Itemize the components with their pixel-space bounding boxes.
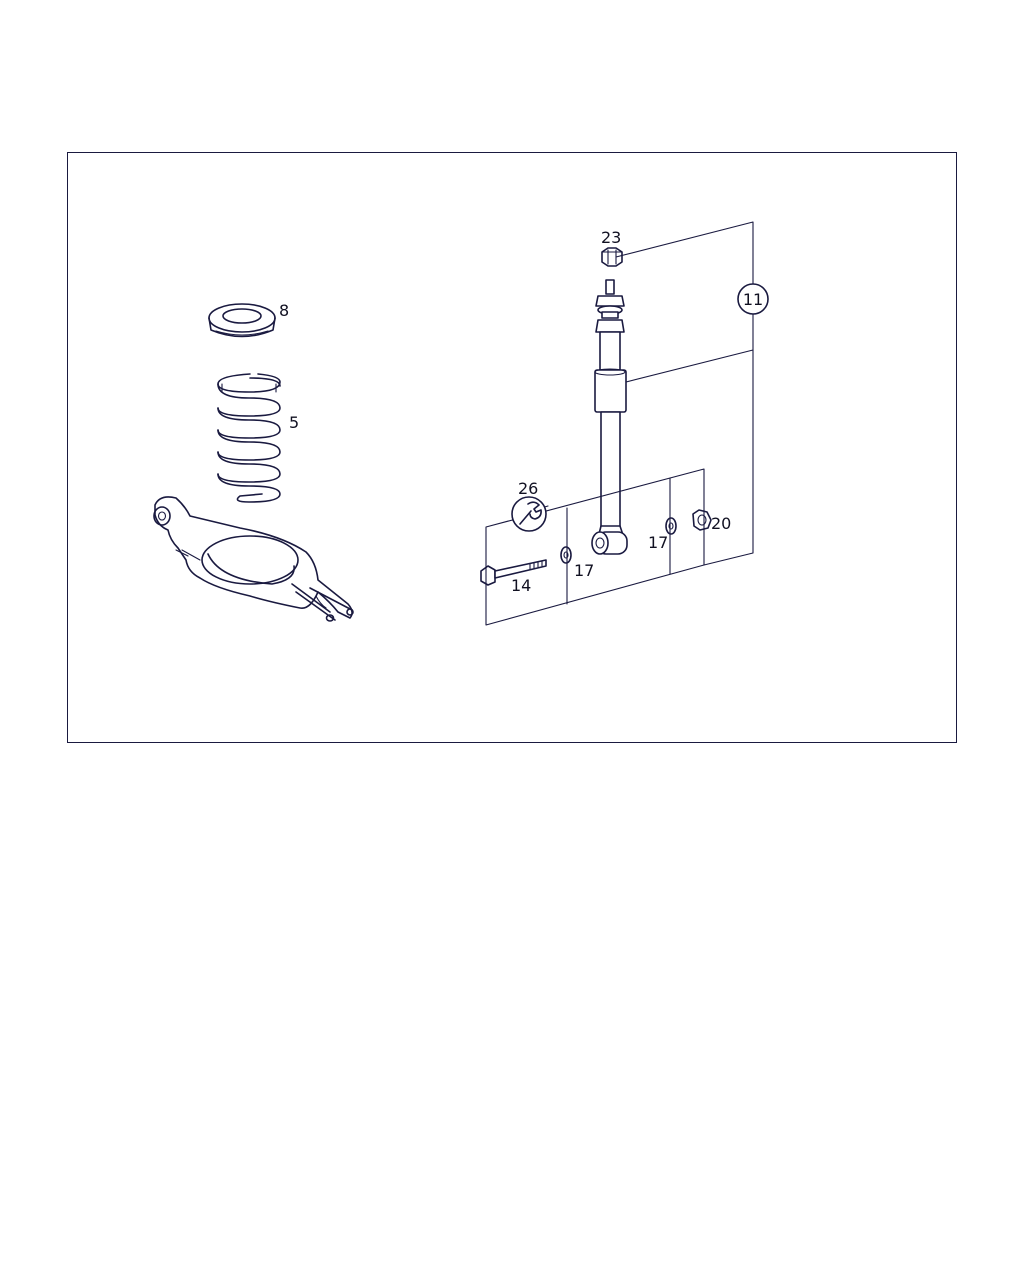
coil-spring[interactable] xyxy=(217,373,281,503)
washer-right[interactable] xyxy=(665,517,677,535)
wrench-icon xyxy=(511,496,547,532)
callout-20: 20 xyxy=(711,514,731,533)
callout-11: 11 xyxy=(743,290,763,309)
callout-26: 26 xyxy=(518,479,538,498)
callout-23: 23 xyxy=(601,228,621,247)
diagram-frame xyxy=(67,152,957,743)
top-nut[interactable] xyxy=(601,247,623,267)
callout-5: 5 xyxy=(289,413,299,432)
callout-bracket-lines xyxy=(485,221,754,626)
callout-17-left: 17 xyxy=(574,561,594,580)
bolt[interactable] xyxy=(480,559,547,586)
callout-14: 14 xyxy=(511,576,531,595)
shock-absorber[interactable] xyxy=(591,279,628,555)
lock-nut[interactable] xyxy=(692,509,712,531)
callout-8: 8 xyxy=(279,301,289,320)
spring-seat[interactable] xyxy=(208,303,276,338)
callout-11-circle xyxy=(737,283,769,315)
washer-left[interactable] xyxy=(560,546,572,564)
callout-17-right: 17 xyxy=(648,533,668,552)
control-arm[interactable] xyxy=(153,496,354,622)
